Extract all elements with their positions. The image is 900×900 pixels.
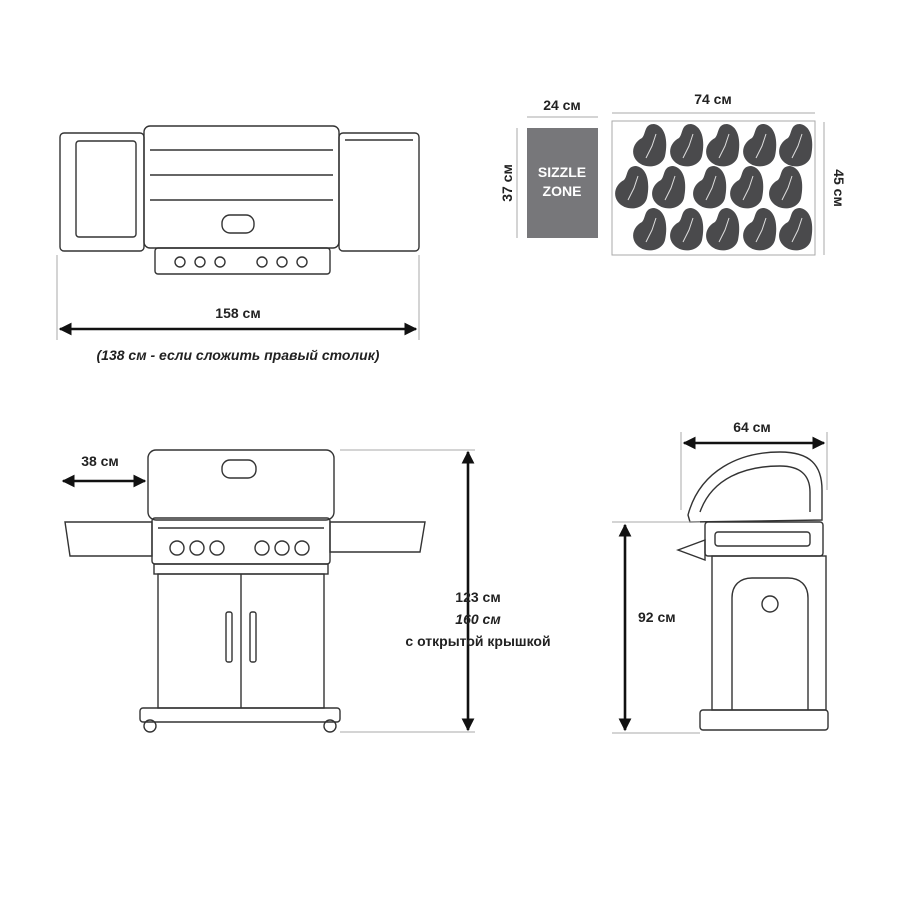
steak xyxy=(730,166,764,209)
top-view-grill xyxy=(59,125,420,275)
steak-fat-line xyxy=(718,133,730,159)
sizzle-text-2: ZONE xyxy=(543,183,582,199)
steak xyxy=(769,166,803,209)
steak xyxy=(779,124,813,167)
steak-fat-line xyxy=(791,217,803,243)
table-height-dimension: 92 см xyxy=(612,521,700,734)
table-height-label: 92 см xyxy=(638,609,676,625)
folded-width-note: (138 см - если сложить правый столик) xyxy=(97,347,380,363)
height-label: 123 см xyxy=(455,589,500,605)
open-lid-note: с открытой крышкой xyxy=(405,633,550,649)
steak xyxy=(652,166,686,209)
table-dimension: 38 см xyxy=(61,453,147,488)
steak-fat-line xyxy=(755,217,767,243)
width-dimension: 158 см (138 см - если сложить правый сто… xyxy=(56,255,420,363)
steak-fat-line xyxy=(664,175,676,201)
steak xyxy=(615,166,649,209)
steak-fat-line xyxy=(705,175,717,201)
cooking-area: 24 см 37 см SIZZLE ZONE 74 см 45 см xyxy=(499,91,847,256)
main-width-label: 74 см xyxy=(694,91,732,107)
steak xyxy=(670,124,704,167)
table-width-label: 38 см xyxy=(81,453,119,469)
steak xyxy=(633,124,667,167)
steak-fat-line xyxy=(781,175,793,201)
sizzle-depth-label: 37 см xyxy=(499,164,515,202)
steak-fat-line xyxy=(718,217,730,243)
sizzle-text-1: SIZZLE xyxy=(538,164,586,180)
main-depth-label: 45 см xyxy=(831,169,847,207)
steak xyxy=(706,208,740,251)
sizzle-zone xyxy=(527,128,598,238)
side-view-grill xyxy=(675,451,829,731)
main-grill-area xyxy=(611,120,816,256)
depth-dimension: 64 см xyxy=(680,419,828,510)
steak-fat-line xyxy=(682,133,694,159)
steak xyxy=(633,208,667,251)
knobs-top xyxy=(174,256,308,268)
steak-fat-line xyxy=(645,133,657,159)
steak-fat-line xyxy=(742,175,754,201)
steak-fat-line xyxy=(645,217,657,243)
front-view-grill xyxy=(64,449,426,733)
steak xyxy=(670,208,704,251)
steaks xyxy=(615,124,813,251)
depth-label: 64 см xyxy=(733,419,771,435)
width-label: 158 см xyxy=(215,305,260,321)
knobs-front xyxy=(169,540,310,556)
steak xyxy=(779,208,813,251)
open-height-label: 160 см xyxy=(455,611,501,627)
steak-fat-line xyxy=(682,217,694,243)
steak-fat-line xyxy=(755,133,767,159)
steak-fat-line xyxy=(627,175,639,201)
steak-fat-line xyxy=(791,133,803,159)
steak xyxy=(743,124,777,167)
sizzle-width-label: 24 см xyxy=(543,97,581,113)
steak xyxy=(693,166,727,209)
steak xyxy=(706,124,740,167)
steak xyxy=(743,208,777,251)
height-dimension: 123 см 160 см с открытой крышкой xyxy=(340,449,551,733)
